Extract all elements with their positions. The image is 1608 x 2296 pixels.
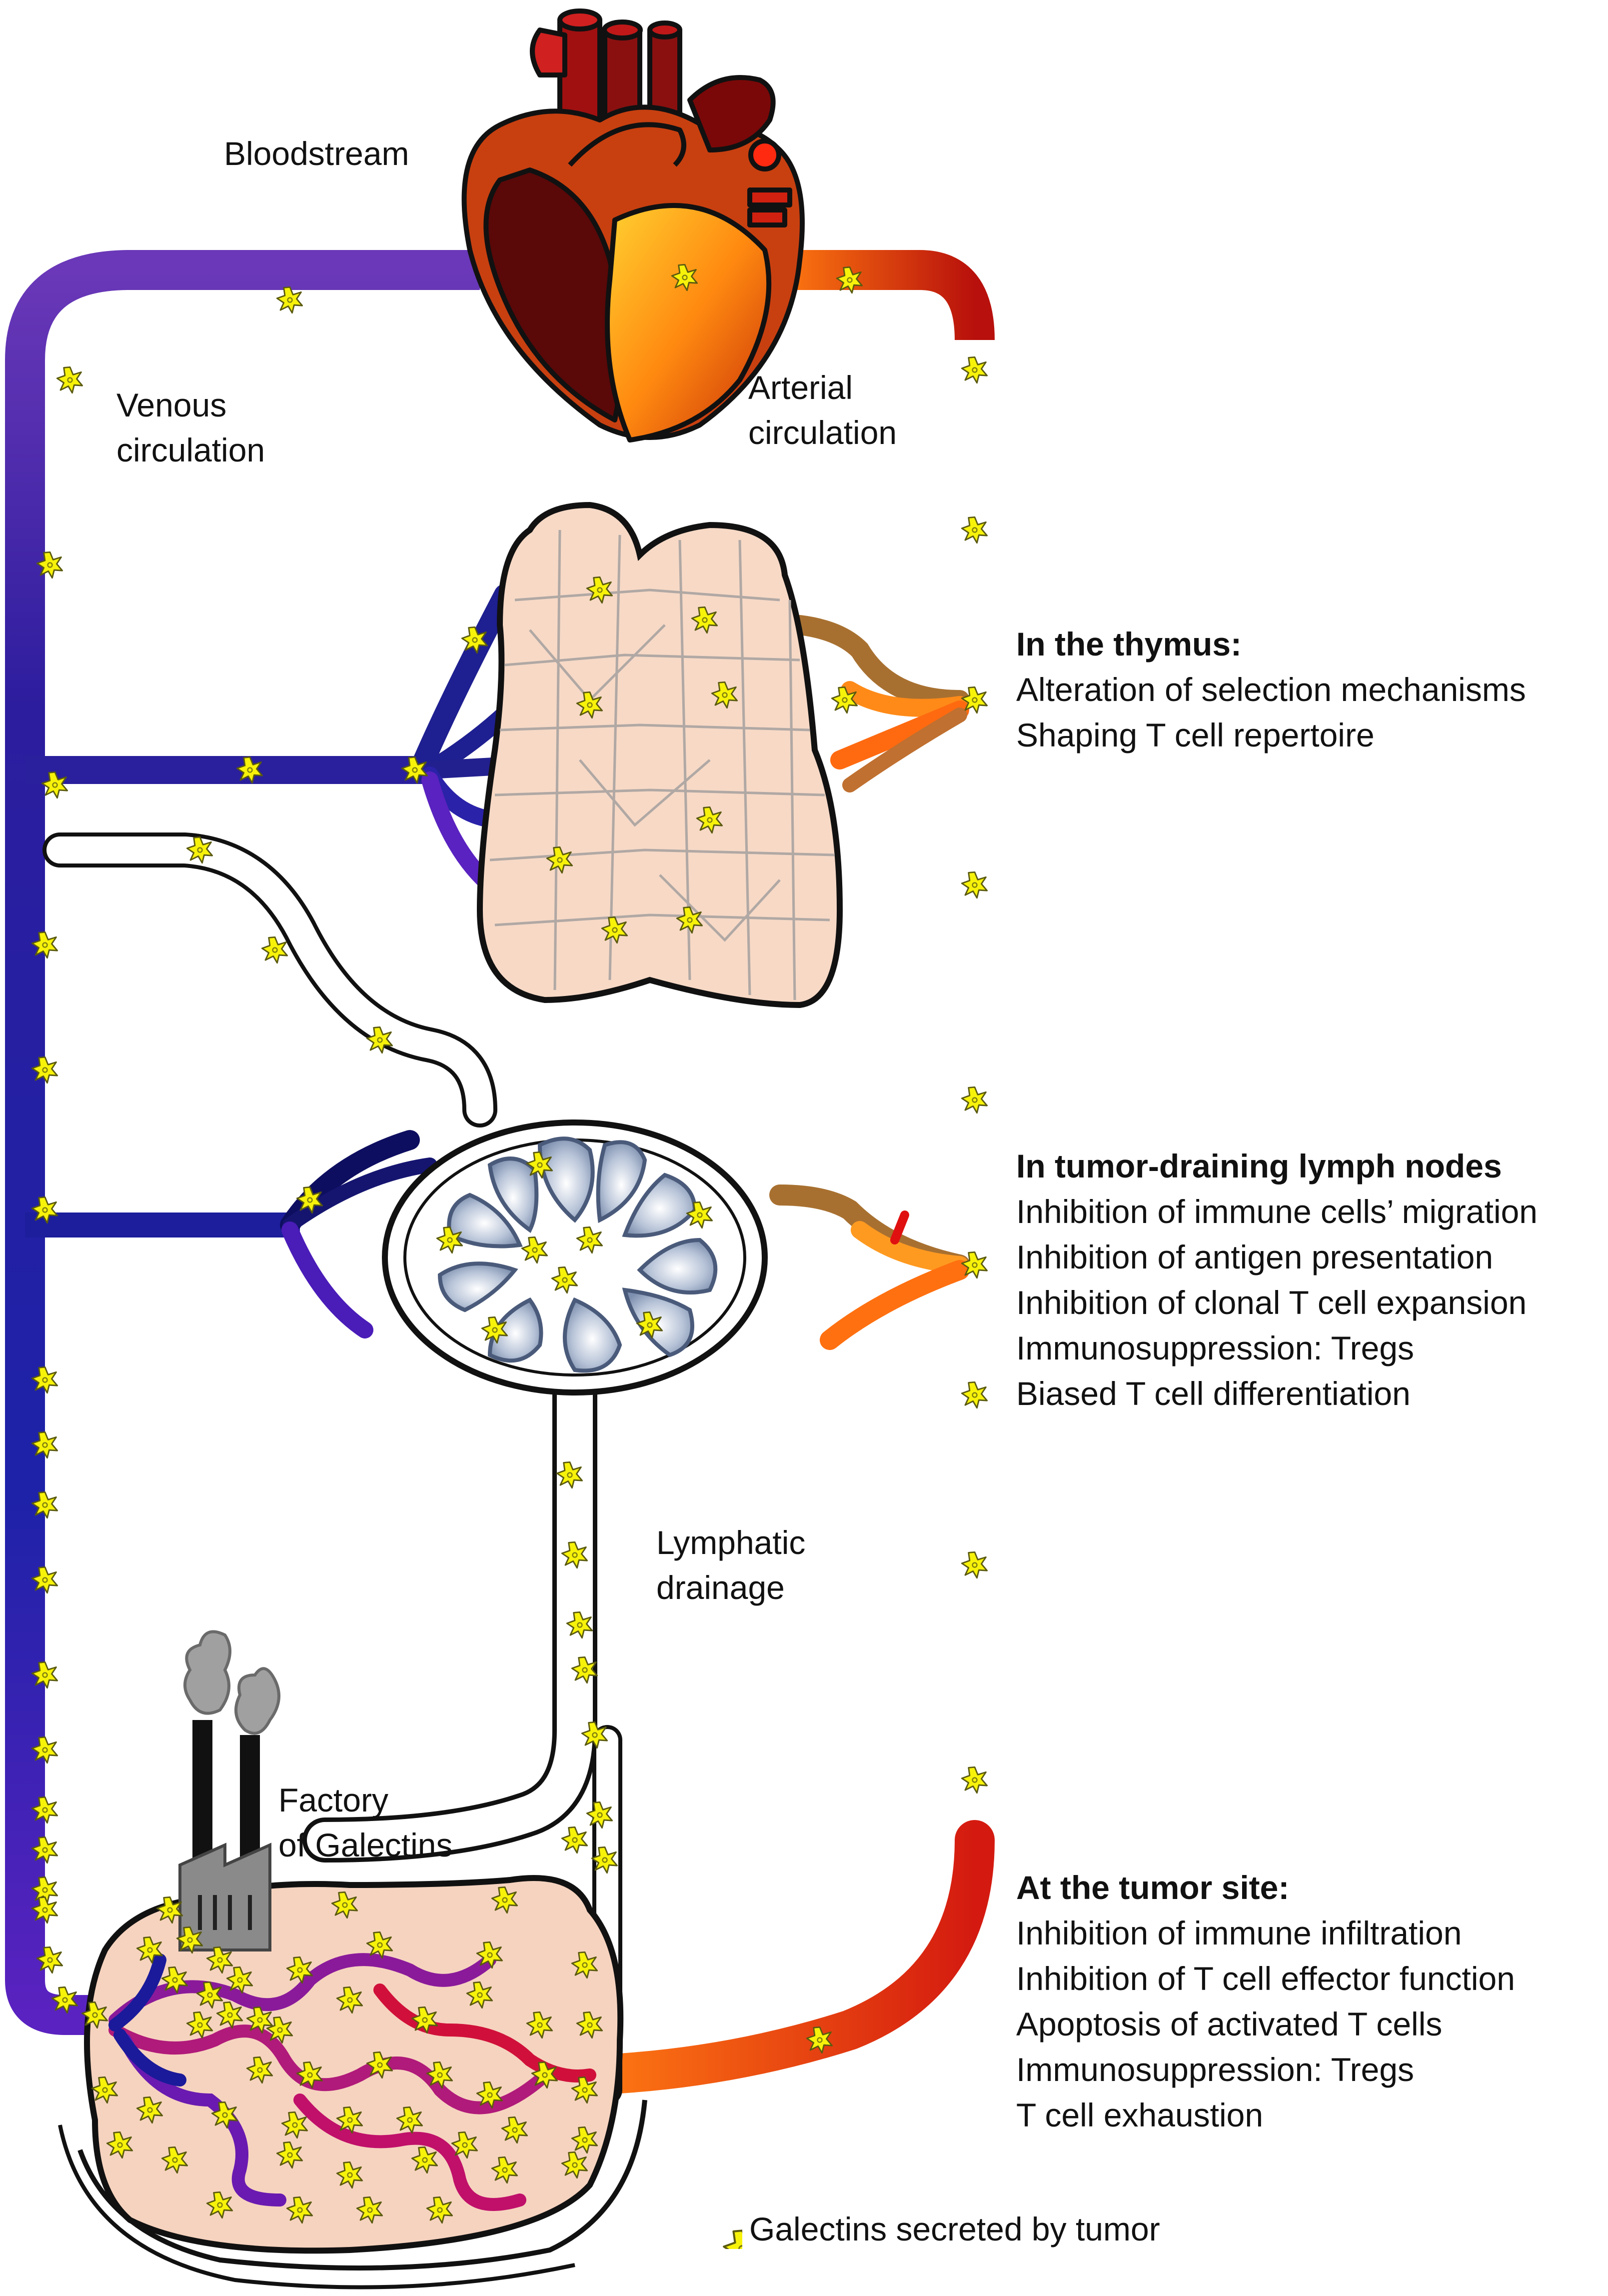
section-item: Inhibition of immune cells’ migration (1016, 1193, 1538, 1230)
galectin-star-icon (702, 2209, 742, 2249)
section-item: Alteration of selection mechanisms (1016, 671, 1526, 708)
section-item: Biased T cell differentiation (1016, 1375, 1411, 1412)
section-item: Inhibition of antigen presentation (1016, 1238, 1494, 1276)
section-item: T cell exhaustion (1016, 2096, 1264, 2134)
factory-icon (178, 1630, 280, 1952)
section-lymph-nodes: In tumor-draining lymph nodes Inhibition… (1016, 1144, 1538, 1416)
thymus-venous-branches (409, 584, 529, 894)
lymph-node (382, 1120, 768, 1396)
factory-line-1: Factory (278, 1782, 389, 1818)
galectin-star-icon (261, 936, 288, 964)
section-item: Shaping T cell repertoire (1016, 716, 1375, 754)
lymphatic-line-1: Lymphatic (656, 1524, 806, 1561)
factory-line-2: of Galectins (278, 1826, 453, 1864)
label-arterial-circulation: Arterial circulation (748, 365, 897, 455)
thymus-arterial-branches (790, 615, 970, 792)
galectin-star-icon (561, 1826, 588, 1854)
tumor (58, 1875, 647, 2290)
galectin-star-icon (56, 366, 83, 394)
galectin-star-icon (276, 286, 303, 314)
section-tumor-site: At the tumor site: Inhibition of immune … (1016, 1865, 1515, 2138)
section-item: Inhibition of immune infiltration (1016, 1914, 1462, 1952)
venous-vessel (5, 250, 480, 2035)
label-factory-of-galectins: Factory of Galectins (278, 1778, 453, 1868)
lymph-node-arterial-branches (769, 1184, 970, 1350)
legend-label: Galectins secreted by tumor (749, 2210, 1160, 2248)
venous-line-1: Venous (116, 386, 227, 424)
arterial-line-2: circulation (748, 414, 897, 451)
section-item: Immunosuppression: Tregs (1016, 1330, 1415, 1366)
section-heading: In tumor-draining lymph nodes (1016, 1148, 1502, 1184)
section-heading: In the thymus: (1016, 626, 1242, 662)
section-item: Immunosuppression: Tregs (1016, 2051, 1415, 2088)
thymus (476, 502, 843, 1008)
label-lymphatic-drainage: Lymphatic drainage (656, 1520, 805, 1610)
label-venous-circulation: Venous circulation (116, 382, 265, 472)
section-item: Inhibition of T cell effector function (1016, 1960, 1515, 1997)
lymphatic-vessels (42, 832, 622, 2105)
section-heading: At the tumor site: (1016, 1869, 1290, 1906)
heart (461, 8, 805, 442)
section-item: Inhibition of clonal T cell expansion (1016, 1284, 1527, 1321)
legend: Galectins secreted by tumor (702, 2205, 1160, 2253)
label-bloodstream: Bloodstream (224, 131, 409, 176)
bloodstream-text: Bloodstream (224, 135, 409, 172)
venous-line-2: circulation (116, 432, 265, 468)
section-thymus: In the thymus: Alteration of selection m… (1016, 622, 1526, 758)
arterial-line-1: Arterial (748, 369, 853, 406)
section-item: Apoptosis of activated T cells (1016, 2006, 1443, 2042)
lymphatic-line-2: drainage (656, 1569, 785, 1606)
